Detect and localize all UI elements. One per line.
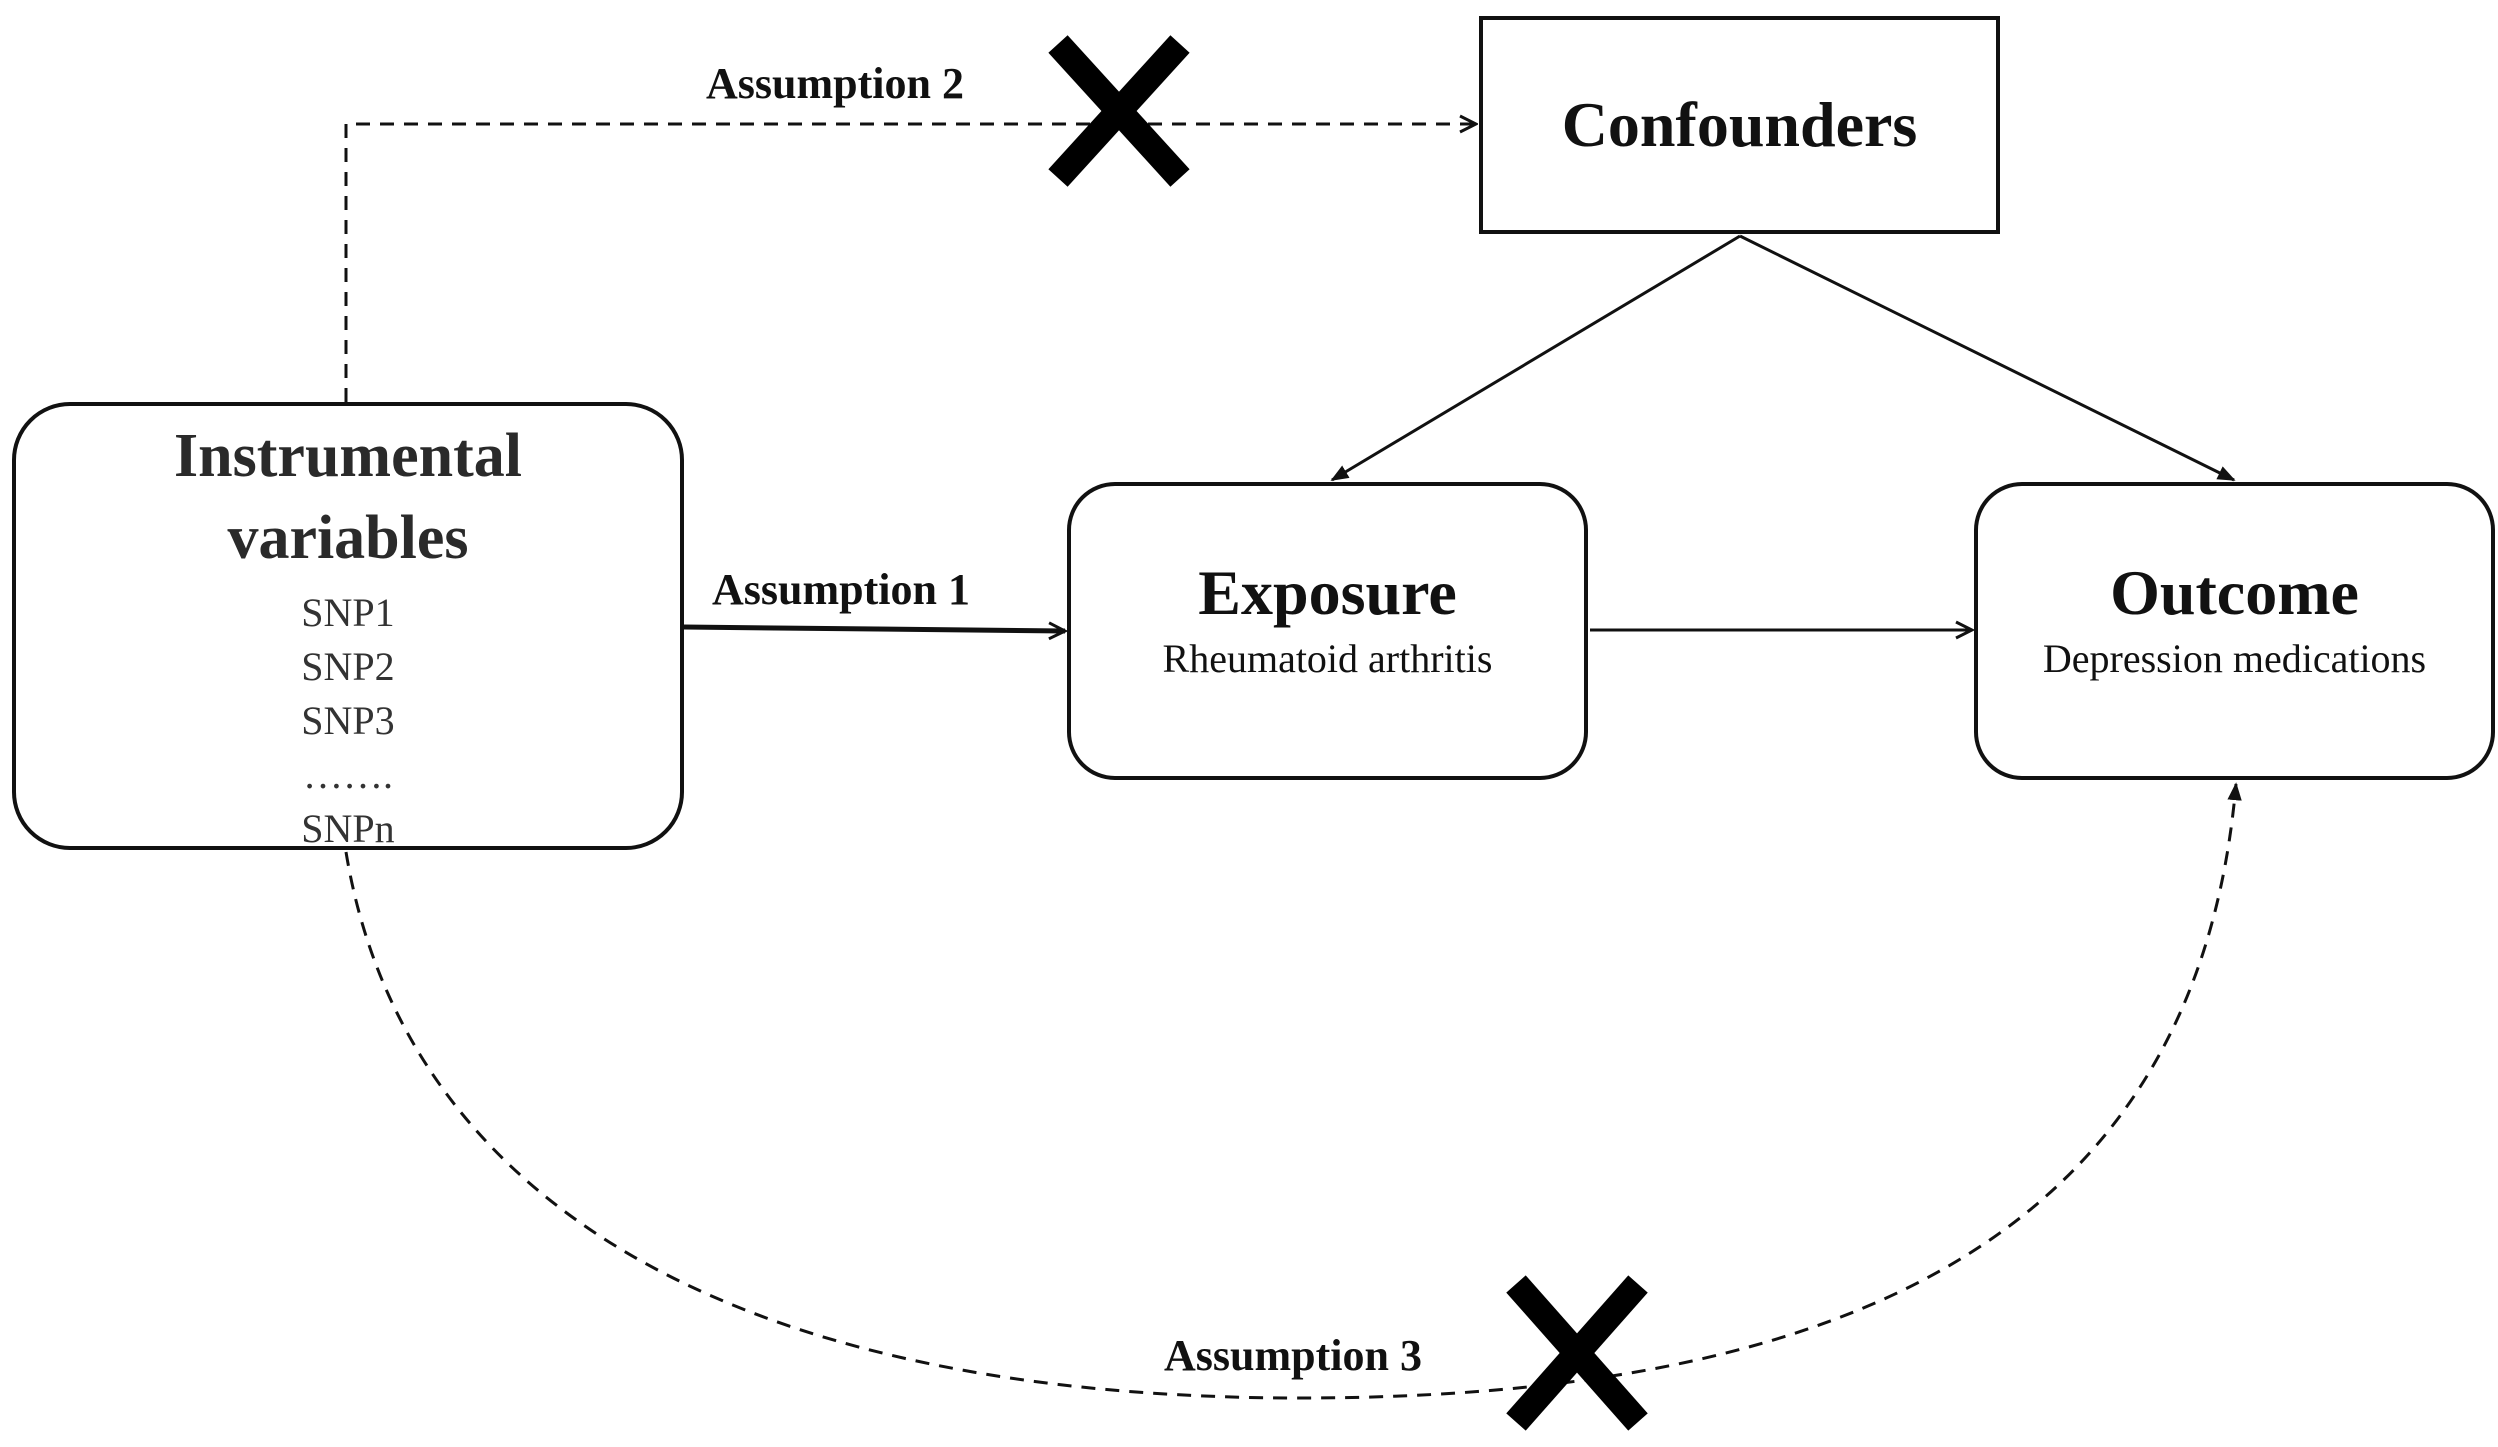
assumption-1-label: Assumption 1 [712,565,970,614]
outcome-box: Outcome Depression medications [1974,482,2495,780]
instrumental-title-line1: Instrumental [174,422,522,490]
exposure-subtitle: Rheumatoid arthritis [1162,636,1493,682]
outcome-title: Outcome [2110,556,2359,628]
snp-ellipsis: ……. [302,751,393,797]
exposure-title: Exposure [1198,556,1457,628]
edge-confounders-to-outcome [1739,234,2236,482]
edge-iv-to-outcome [344,782,2242,1400]
exposure-box: Exposure Rheumatoid arthritis [1067,482,1588,780]
edge-iv-to-exposure [683,627,1065,631]
snp-item: SNP2 [301,643,395,689]
snp-item: SNP1 [301,589,395,635]
block-x-icon-assumption-3 [1506,1275,1648,1431]
assumption-2-label: Assumption 2 [706,59,964,108]
edge-confounders-to-exposure [1330,234,1741,482]
outcome-subtitle: Depression medications [2042,636,2427,682]
assumption-3-label: Assumption 3 [1164,1331,1422,1380]
snp-item: SNP3 [301,697,395,743]
snp-item: SNPn [301,805,395,851]
snp-list: SNP1 SNP2 SNP3 ……. SNPn [301,586,394,856]
edge-iv-to-confounders [344,124,1476,402]
confounders-box: Confounders [1479,16,2000,234]
instrumental-title-line2: variables [227,503,469,572]
block-x-icon-assumption-2 [1048,35,1190,187]
instrumental-variables-box: Instrumental variables SNP1 SNP2 SNP3 ……… [12,402,684,851]
confounders-title: Confounders [1561,89,1918,161]
